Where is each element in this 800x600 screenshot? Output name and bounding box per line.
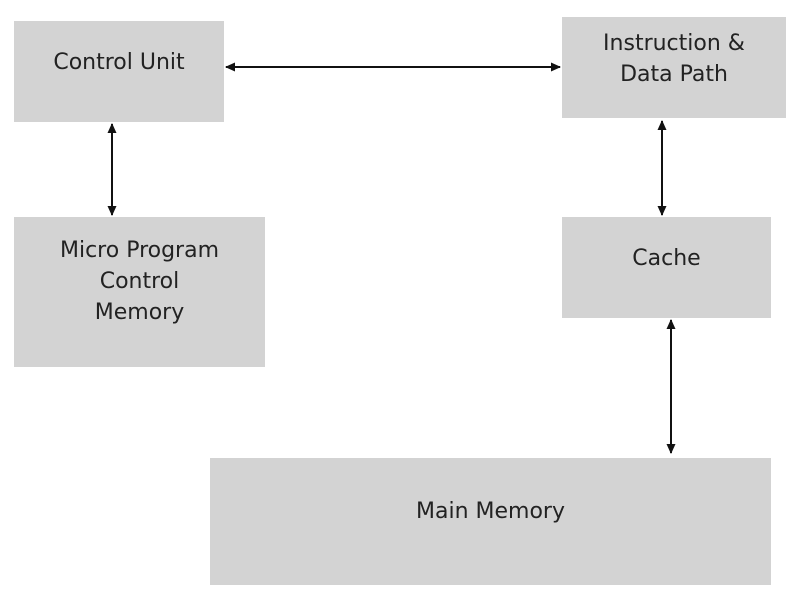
instruction-data-path-label-line-1: Instruction & (603, 31, 745, 56)
micro-program-label-line-2: Control (99, 269, 180, 294)
micro-program-control-memory-box: Micro Program Control Memory (14, 217, 265, 367)
main-memory-box: Main Memory (210, 458, 771, 585)
control-unit-box: Control Unit (14, 21, 224, 122)
instruction-data-path-box: Instruction & Data Path (562, 17, 786, 118)
cache-label: Cache (632, 246, 701, 271)
micro-program-label-line-1: Micro Program (59, 238, 220, 263)
control-unit-label: Control Unit (53, 50, 185, 75)
main-memory-label: Main Memory (416, 499, 565, 524)
micro-program-label-line-3: Memory (94, 300, 185, 325)
instruction-data-path-label-line-2: Data Path (620, 62, 728, 87)
cache-box: Cache (562, 217, 771, 318)
